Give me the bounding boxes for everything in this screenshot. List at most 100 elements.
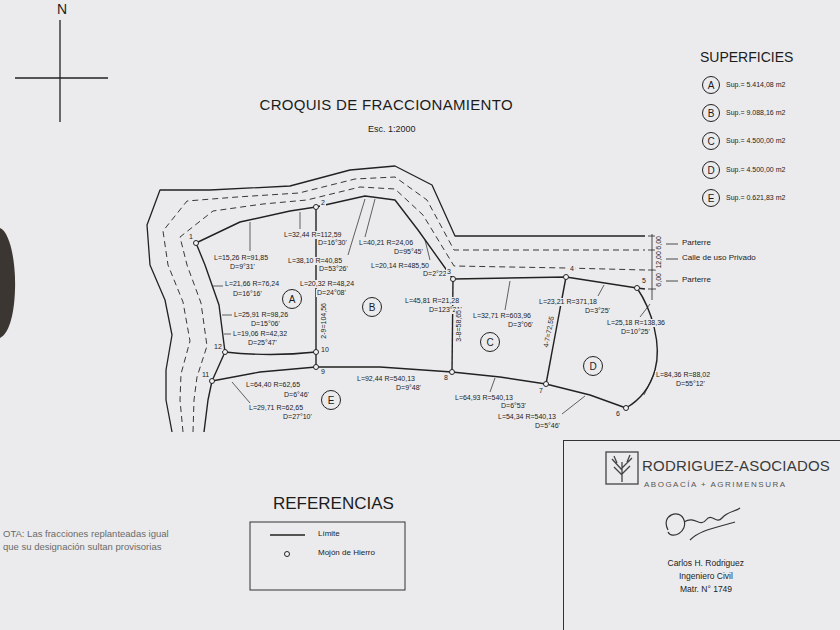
iron-marker-sample (285, 552, 290, 557)
curve-angle: D=2°22' (422, 270, 449, 278)
leader-line (300, 212, 301, 229)
signature (666, 508, 740, 540)
iron-marker (635, 286, 640, 291)
vertex-number: 10 (320, 346, 330, 354)
references-heading: REFERENCIAS (272, 495, 395, 514)
area-value: Sup.= 0.621,83 m2 (726, 194, 785, 202)
plan-note: OTA: Las fracciones replanteadas igual q… (2, 528, 176, 554)
iron-marker (451, 277, 456, 282)
curve-angle: D=53°26' (318, 265, 349, 273)
iron-marker (314, 365, 319, 370)
curve-angle: D=6°53' (500, 402, 527, 410)
north-arrow (59, 20, 60, 122)
leader-lines (213, 199, 654, 414)
leader-line (562, 396, 585, 414)
area-value: Sup.= 5.414,08 m2 (726, 81, 785, 89)
lot-letter: B (369, 302, 376, 313)
vertex-number: 8 (443, 374, 449, 382)
logo-frame (606, 452, 638, 484)
area-key-item: E Sup.= 0.621,83 m2 (702, 188, 785, 208)
area-letter: D (702, 161, 720, 179)
curve-data: L=92,44 R=540,13 (356, 375, 416, 383)
leader-line (505, 281, 510, 310)
vertex-number: 6 (615, 410, 621, 418)
lot-boundary (626, 288, 657, 408)
leader-line (666, 281, 678, 282)
street-label: Calle de uso Privado (681, 254, 757, 263)
area-value: Sup.= 9.088,16 m2 (726, 109, 785, 117)
iron-marker (210, 379, 215, 384)
title-block: RODRIGUEZ-ASOCIADOS ABOGACÍA + AGRIMENSUR… (563, 440, 840, 630)
area-key-item: D Sup.= 4.500,00 m2 (702, 160, 785, 180)
iron-marker (223, 350, 228, 355)
curve-angle: D=3°25' (584, 307, 611, 315)
vertex-number: 4 (569, 265, 575, 273)
lot-letter: C (486, 337, 493, 348)
area-letter: C (702, 132, 720, 150)
iron-marker (314, 205, 319, 210)
curve-data: L=19,06 R=42,32 (232, 330, 288, 338)
lot-letter: D (589, 361, 596, 372)
lot-label-circle: A (282, 289, 302, 309)
iron-marker (450, 370, 455, 375)
width-dimension: 6,00 (655, 235, 663, 251)
vertex-number: 11 (201, 371, 210, 379)
curve-angle: D=16°16' (232, 290, 263, 298)
north-letter: N (56, 2, 68, 17)
areas-heading: SUPERFICIES (699, 50, 794, 65)
curve-angle: D=10°25' (620, 328, 651, 336)
curve-angle: D=16°30' (317, 239, 348, 247)
width-dimension: 6,00 (655, 272, 663, 288)
leader-line (224, 334, 231, 335)
firm-name: RODRIGUEZ-ASOCIADOS (642, 458, 830, 475)
lot-letter: E (328, 395, 335, 406)
curve-angle: D=24°08' (316, 289, 347, 297)
parterre-line (180, 187, 645, 432)
iron-marker (564, 275, 569, 280)
leader-line (490, 378, 495, 392)
curve-data: L=84,36 R=88,02 (655, 371, 711, 379)
parterre-line (163, 177, 645, 432)
engineer-name: Carlos H. Rodriguez (668, 559, 745, 568)
curve-angle: D=55°12' (675, 380, 706, 388)
reference-box (250, 522, 405, 590)
leader-line (222, 315, 232, 316)
area-letter: E (702, 189, 720, 207)
curve-data: L=38,10 R=40,85 (287, 257, 343, 265)
lot-label-circle: B (362, 297, 382, 317)
vertex-number: 1 (188, 233, 194, 241)
lot-boundary (452, 279, 453, 372)
leader-line (250, 222, 251, 251)
area-value: Sup.= 4.500,00 m2 (726, 137, 785, 145)
leader-line (365, 199, 375, 237)
boundary-sample (270, 534, 305, 535)
iron-markers (194, 205, 640, 411)
lot-letter: A (289, 294, 296, 305)
road-edge (147, 166, 645, 432)
vertex-number: 2 (320, 199, 326, 207)
lot-boundary (212, 367, 626, 408)
curve-data: L=40,21 R=24,06 (358, 239, 414, 247)
curve-angle: D=27°10' (282, 413, 313, 421)
curve-angle: D=5°46' (534, 422, 561, 430)
curve-angle: D=95°45' (393, 248, 424, 256)
curve-angle: D=9°48' (395, 384, 422, 392)
legend-text: Mojón de Hierro (318, 549, 375, 558)
vertex-number: 5 (641, 277, 647, 285)
curve-data: L=15,26 R=91,85 (213, 254, 269, 262)
side-length: 2-9=104,56 (320, 302, 328, 340)
curve-data: L=25,18 R=138,36 (606, 319, 666, 327)
curve-data: L=64,40 R=62,65 (245, 381, 301, 389)
dimension-line (652, 234, 653, 300)
leader-line (213, 286, 223, 287)
area-value: Sup.= 4.500,00 m2 (726, 166, 785, 174)
iron-marker (314, 350, 319, 355)
curve-data: L=20,14 R=485,50 (370, 262, 430, 270)
firm-logo (606, 452, 638, 484)
leader-line (666, 259, 678, 260)
curve-data: L=54,34 R=540,13 (497, 413, 557, 421)
street-label: Parterre (681, 276, 712, 285)
firm-tagline: ABOGACÍA + AGRIMENSURA (644, 481, 787, 490)
curve-data: L=29,71 R=62,65 (248, 404, 304, 412)
